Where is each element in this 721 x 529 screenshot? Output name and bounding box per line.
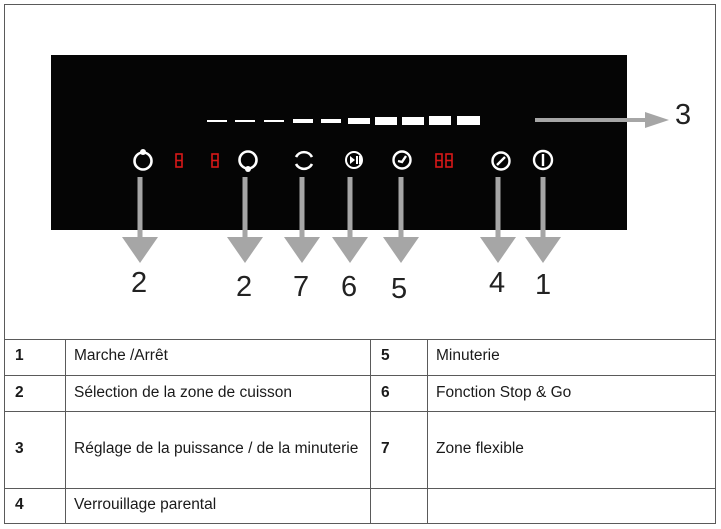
stop-go-icon: [345, 151, 363, 169]
callout-number-5: 5: [391, 273, 408, 305]
power-slider: [207, 116, 480, 125]
legend-number: 3: [5, 410, 66, 489]
legend-description: Minuterie: [427, 339, 715, 376]
legend-description: Verrouillage parental: [65, 487, 371, 523]
callout-number-1: 1: [535, 269, 552, 301]
legend-number: 1: [5, 339, 66, 376]
power-ring-icon: [133, 149, 153, 171]
legend-description: Sélection de la zone de cuisson: [65, 374, 371, 412]
callout-number-2b: 2: [236, 271, 253, 303]
arrow-7-head: [284, 237, 320, 263]
legend-number: 2: [5, 374, 66, 412]
slider-segment-4: [293, 119, 313, 123]
callout-number-2a: 2: [131, 267, 148, 299]
slider-segment-3: [264, 120, 284, 122]
callout-number-7: 7: [293, 271, 310, 303]
arrow-5-head: [383, 237, 419, 263]
legend-number: 7: [370, 410, 428, 489]
callout-number-4: 4: [489, 267, 506, 299]
timer-display: [435, 153, 453, 168]
on-off-icon: [532, 149, 554, 171]
zone-display-1: [175, 153, 183, 168]
legend-description: Zone flexible: [427, 410, 715, 489]
legend-number: 6: [370, 374, 428, 412]
legend-row: 3 Réglage de la puissance / de la minute…: [5, 410, 715, 489]
timer-icon: [392, 150, 412, 170]
legend-description: Fonction Stop & Go: [427, 374, 715, 412]
cooktop-figure: 3 2 2 7 6 5 4 1: [5, 5, 715, 340]
slider-segment-10: [457, 116, 480, 125]
slider-segment-2: [235, 120, 255, 122]
arrow-2b-head: [227, 237, 263, 263]
slider-segment-1: [207, 120, 227, 122]
arrow-2a-head: [122, 237, 158, 263]
legend-description: [427, 487, 715, 523]
cooktop-control-panel: [51, 55, 627, 230]
legend-description: Marche /Arrêt: [65, 339, 371, 376]
callout-number-6: 6: [341, 271, 358, 303]
figure-frame: 3 2 2 7 6 5 4 1 1 Marche /Arrêt 5 Minute…: [4, 4, 716, 524]
arrow-4-head: [480, 237, 516, 263]
legend-row: 2 Sélection de la zone de cuisson 6 Fonc…: [5, 374, 715, 412]
legend-description: Réglage de la puissance / de la minuteri…: [65, 410, 371, 489]
zone-select-icon: [238, 150, 258, 172]
flex-zone-icon: [294, 150, 314, 171]
diagram-overlay: [122, 112, 669, 263]
slider-segment-6: [348, 118, 370, 124]
legend-number: [370, 487, 428, 523]
callout-arrows: [122, 177, 561, 263]
arrow-1-head: [525, 237, 561, 263]
callout-number-3: 3: [675, 99, 692, 131]
legend-row: 4 Verrouillage parental: [5, 487, 715, 523]
slider-segment-8: [402, 117, 424, 125]
slider-segment-7: [375, 117, 397, 125]
callout-3-arrow: [535, 112, 669, 128]
legend-table: 1 Marche /Arrêt 5 Minuterie 2 Sélection …: [5, 339, 715, 523]
legend-number: 4: [5, 487, 66, 523]
legend-number: 5: [370, 339, 428, 376]
slider-segment-9: [429, 116, 451, 125]
lock-icon: [491, 151, 511, 171]
arrow-6-head: [332, 237, 368, 263]
slider-segment-5: [321, 119, 341, 123]
zone-display-2: [211, 153, 219, 168]
legend-row: 1 Marche /Arrêt 5 Minuterie: [5, 339, 715, 376]
